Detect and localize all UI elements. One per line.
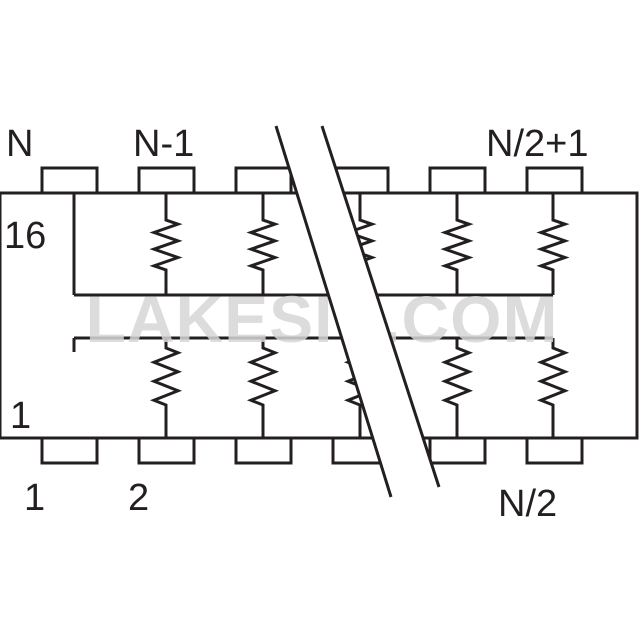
label-pin-2: 2 [128, 477, 149, 519]
resistor-lower [149, 338, 183, 438]
bottom-pin [234, 436, 293, 465]
top-pin [428, 166, 487, 195]
resistor-upper [536, 193, 570, 295]
top-pin [40, 166, 99, 195]
label-pin-1: 1 [24, 477, 45, 519]
resistor-lower [536, 338, 570, 438]
label-inside-16: 16 [4, 215, 46, 257]
break-line-right [320, 125, 441, 488]
resistor-upper [246, 193, 280, 295]
top-pins [40, 166, 584, 195]
label-pin-n: N [6, 123, 33, 165]
bottom-pins [40, 436, 584, 465]
label-pin-n-half: N/2 [498, 483, 557, 525]
bottom-pin [40, 436, 99, 465]
resistor-lower [440, 338, 474, 438]
watermark: LAKESIC.COM [86, 282, 559, 356]
bottom-pin [428, 436, 487, 465]
bottom-pin [137, 436, 196, 465]
resistor-lower [246, 338, 280, 438]
top-pin [137, 166, 196, 195]
resistor-upper [149, 193, 183, 295]
resistor-upper [440, 193, 474, 295]
break-band [276, 126, 439, 497]
top-pin [525, 166, 584, 195]
label-inside-1: 1 [10, 395, 31, 437]
break-line-left [274, 125, 393, 498]
top-pin [234, 166, 293, 195]
label-pin-n-minus-1: N-1 [133, 123, 194, 165]
bottom-pin [525, 436, 584, 465]
label-pin-n-half-plus-1: N/2+1 [486, 123, 588, 165]
